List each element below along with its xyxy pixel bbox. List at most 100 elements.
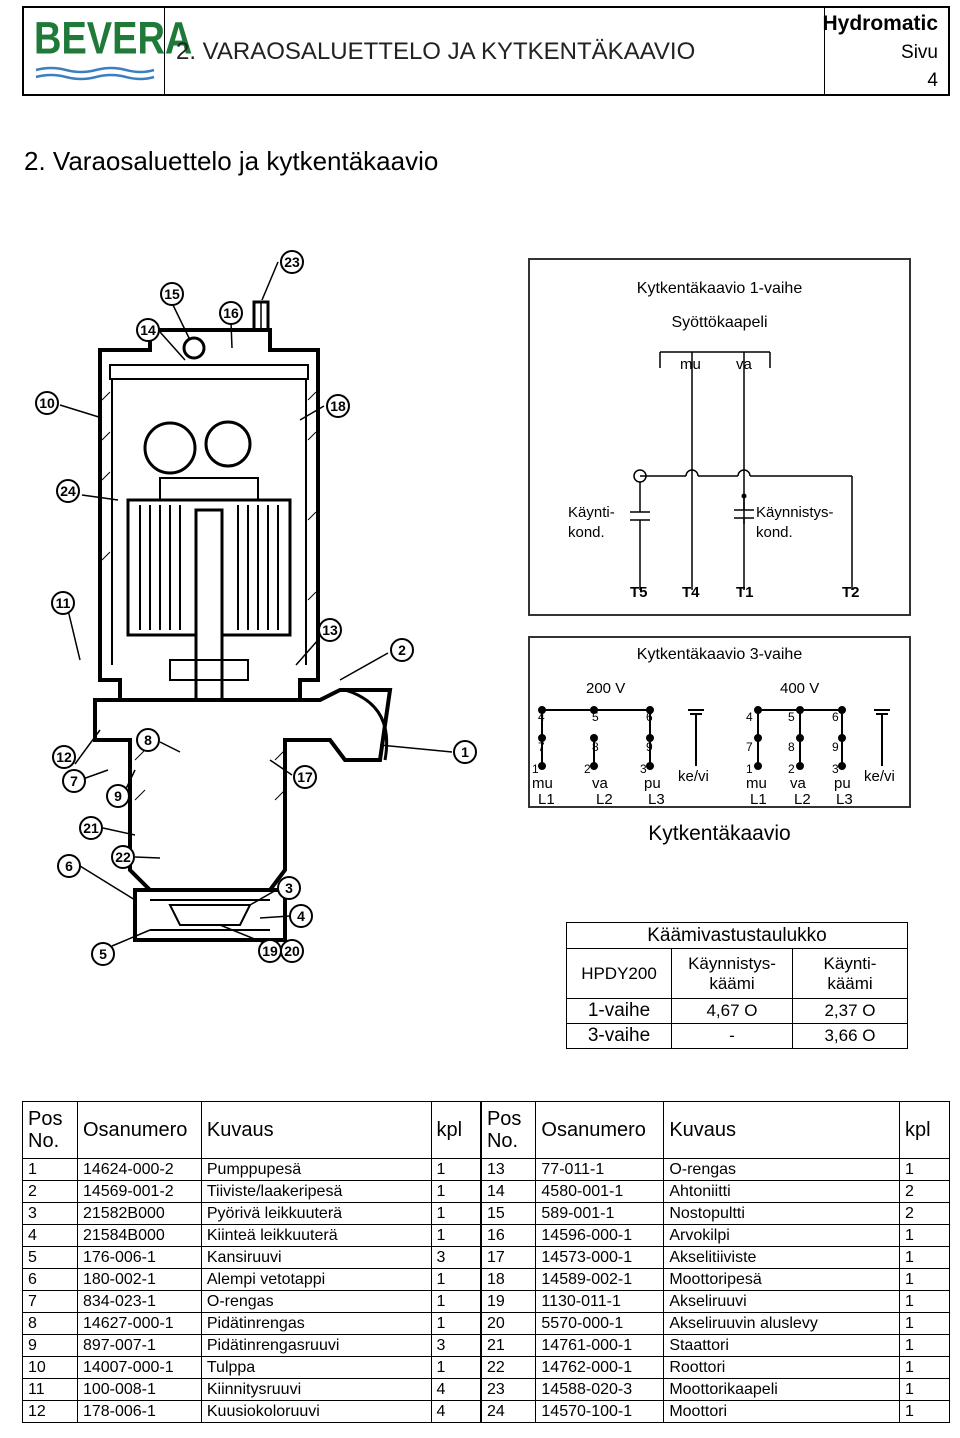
terminal-num: 7 xyxy=(538,740,545,754)
part-number-cell: 100-008-1 xyxy=(76,1378,202,1401)
part-number-cell: 14588-020-3 xyxy=(535,1378,665,1401)
pos-cell: 20 xyxy=(479,1312,537,1335)
description-cell: Alempi vetotappi xyxy=(200,1268,432,1291)
header-text: No. xyxy=(486,1130,519,1152)
description-cell: Moottori xyxy=(663,1400,900,1423)
pos-cell: 11 xyxy=(22,1378,78,1401)
qty-cell: 1 xyxy=(899,1290,950,1313)
qty-cell: 1 xyxy=(899,1356,950,1379)
description-cell: Akselitiiviste xyxy=(663,1246,900,1269)
terminal-num: 5 xyxy=(592,710,599,724)
pos-cell: 1 xyxy=(22,1158,78,1181)
header-line: Käynnistys- xyxy=(688,953,776,973)
callout-label: 10 xyxy=(39,395,55,411)
pos-cell: 15 xyxy=(479,1202,537,1225)
header-line: käämi xyxy=(827,973,873,993)
callout-label: 23 xyxy=(284,254,300,270)
ground-label: ke/vi xyxy=(864,768,895,785)
header-text: No. xyxy=(28,1130,60,1152)
pos-cell: 23 xyxy=(479,1378,537,1401)
pos-cell: 12 xyxy=(22,1400,78,1423)
part-number-cell: 77-011-1 xyxy=(535,1158,665,1181)
pos-cell: 16 xyxy=(479,1224,537,1247)
part-number-cell: 14573-000-1 xyxy=(535,1246,665,1269)
pos-cell: 10 xyxy=(22,1356,78,1379)
callout-label: 16 xyxy=(223,305,239,321)
callout-label: 4 xyxy=(297,908,305,924)
terminal-num: 4 xyxy=(746,710,753,724)
header-text: Pos xyxy=(28,1108,63,1130)
terminal-num: 5 xyxy=(788,710,795,724)
callout-label: 9 xyxy=(114,788,122,804)
description-cell: Arvokilpi xyxy=(663,1224,900,1247)
section-title: 2. Varaosaluettelo ja kytkentäkaavio xyxy=(24,146,439,176)
part-number-cell: 14570-100-1 xyxy=(535,1400,665,1423)
callout-label: 24 xyxy=(60,483,76,499)
voltage-200-label: 200 V xyxy=(586,680,626,697)
phase-label: L3 xyxy=(648,791,665,808)
qty-cell: 3 xyxy=(430,1246,482,1269)
callout-label: 19 xyxy=(262,943,278,959)
description-header: Kuvaus xyxy=(200,1101,432,1159)
part-number-cell: 14627-000-1 xyxy=(76,1312,202,1335)
pos-cell: 9 xyxy=(22,1334,78,1357)
header-line: käämi xyxy=(709,973,755,993)
qty-cell: 1 xyxy=(899,1400,950,1423)
part-number-cell: 21584B000 xyxy=(76,1224,202,1247)
start-capacitor-label-2: kond. xyxy=(756,524,793,541)
qty-header: kpl xyxy=(430,1101,482,1159)
terminal-t1: T1 xyxy=(736,584,754,601)
terminal-t5: T5 xyxy=(630,584,648,601)
callout-label: 18 xyxy=(330,398,346,414)
logo-cell: BEVERA xyxy=(24,8,192,94)
wiring-1phase-box: Kytkentäkaavio 1-vaihe Syöttökaapeli mu … xyxy=(528,258,911,616)
qty-cell: 2 xyxy=(899,1202,950,1225)
wire-color: va xyxy=(592,775,608,792)
part-number-cell: 178-006-1 xyxy=(76,1400,202,1423)
qty-cell: 1 xyxy=(899,1158,950,1181)
description-cell: Kuusiokoloruuvi xyxy=(200,1400,432,1423)
part-number-cell: 14624-000-2 xyxy=(76,1158,202,1181)
wire-color: mu xyxy=(532,775,553,792)
page-header: BEVERA 2. VARAOSALUETTELO JA KYTKENTÄKAA… xyxy=(22,6,950,96)
qty-cell: 4 xyxy=(430,1400,482,1423)
part-number-header: Osanumero xyxy=(535,1101,665,1159)
part-number-cell: 180-002-1 xyxy=(76,1268,202,1291)
wire-color: pu xyxy=(644,775,661,792)
description-cell: Roottori xyxy=(663,1356,900,1379)
document-title: 2. VARAOSALUETTELO JA KYTKENTÄKAAVIO xyxy=(176,38,696,65)
part-number-cell: 14596-000-1 xyxy=(535,1224,665,1247)
description-cell: Moottorikaapeli xyxy=(663,1378,900,1401)
part-number-header: Osanumero xyxy=(76,1101,202,1159)
qty-cell: 1 xyxy=(430,1312,482,1335)
pos-cell: 13 xyxy=(479,1158,537,1181)
wire-color: pu xyxy=(834,775,851,792)
description-cell: Moottoripesä xyxy=(663,1268,900,1291)
voltage-400-label: 400 V xyxy=(780,680,820,697)
row-label: 1-vaihe xyxy=(566,998,672,1024)
table-row: 1-vaihe 4,67 O 2,37 O xyxy=(566,998,908,1024)
part-number-cell: 1130-011-1 xyxy=(535,1290,665,1313)
wire-a-label: mu xyxy=(680,356,701,373)
description-cell: Pumppupesä xyxy=(200,1158,432,1181)
qty-cell: 1 xyxy=(899,1378,950,1401)
ground-label: ke/vi xyxy=(678,768,709,785)
pos-cell: 4 xyxy=(22,1224,78,1247)
callout-label: 14 xyxy=(140,322,156,338)
description-cell: Nostopultti xyxy=(663,1202,900,1225)
callout-label: 7 xyxy=(70,773,78,789)
qty-cell: 1 xyxy=(430,1224,482,1247)
page-info-cell: Hydromatic Sivu 4 xyxy=(822,8,948,94)
wire-color: va xyxy=(790,775,806,792)
description-cell: Kiinteä leikkuuterä xyxy=(200,1224,432,1247)
qty-cell: 1 xyxy=(430,1356,482,1379)
description-header: Kuvaus xyxy=(663,1101,900,1159)
pos-cell: 19 xyxy=(479,1290,537,1313)
pos-cell: 6 xyxy=(22,1268,78,1291)
